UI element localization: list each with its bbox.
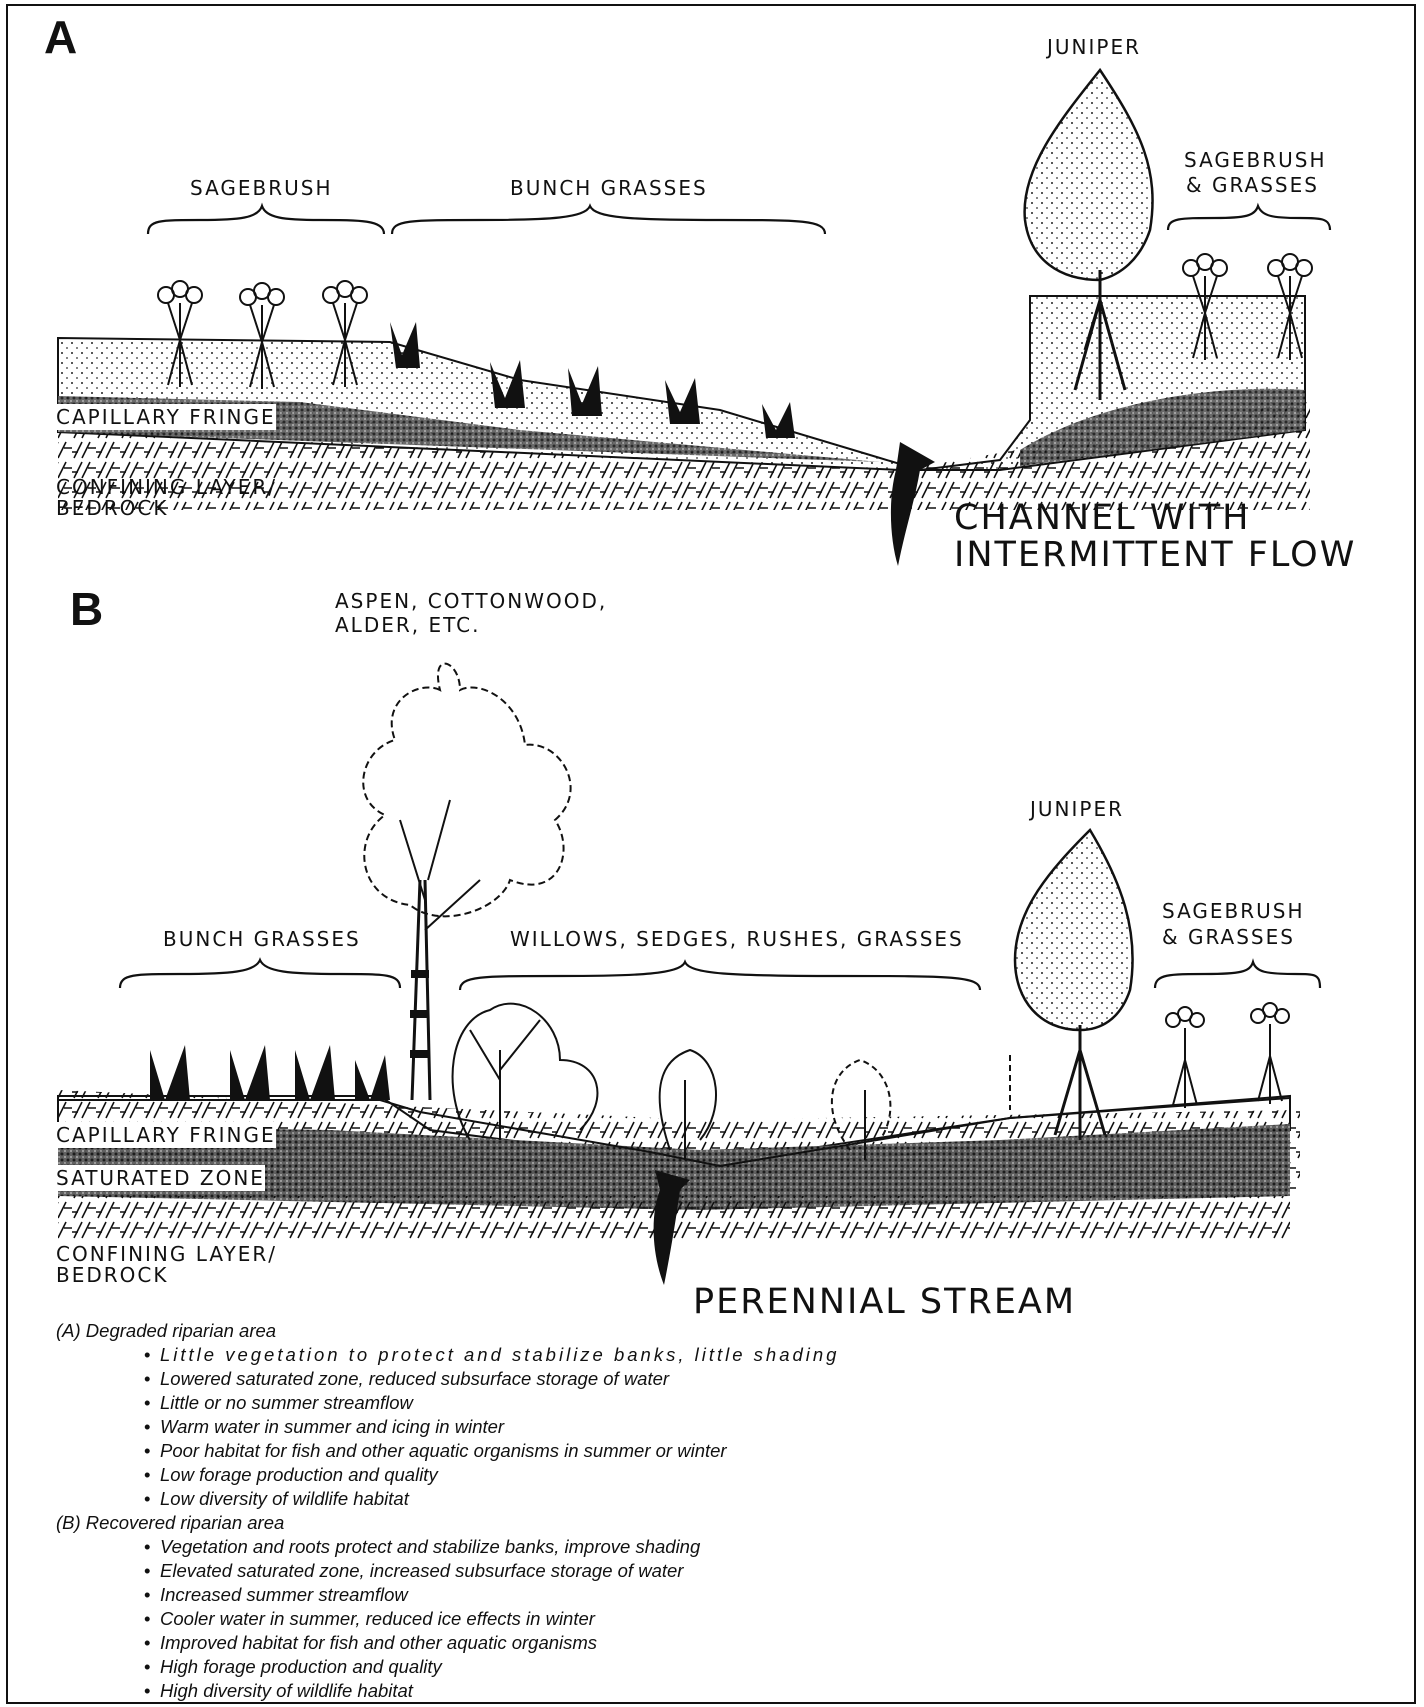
panel-b-illustration (58, 664, 1320, 1285)
notes-heading-b: (B) Recovered riparian area (56, 1511, 1396, 1535)
note-item: Lowered saturated zone, reduced subsurfa… (144, 1367, 1396, 1391)
label-trees-b-line1: ASPEN, COTTONWOOD, (335, 588, 607, 614)
note-item: Little or no summer streamflow (144, 1391, 1396, 1415)
note-item: Increased summer streamflow (144, 1583, 1396, 1607)
note-item: High diversity of wildlife habitat (144, 1679, 1396, 1703)
note-item: Little vegetation to protect and stabili… (144, 1343, 1396, 1367)
label-willows-sedges-b: WILLOWS, SEDGES, RUSHES, GRASSES (510, 926, 964, 952)
figure-notes: (A) Degraded riparian area Little vegeta… (56, 1319, 1396, 1703)
note-item: Vegetation and roots protect and stabili… (144, 1535, 1396, 1559)
aspen-tree-b (363, 664, 570, 917)
bunch-grass-tufts-b (150, 1045, 390, 1100)
label-channel-a-line2: INTERMITTENT FLOW (954, 535, 1356, 575)
label-bunch-grasses-a: BUNCH GRASSES (510, 175, 708, 201)
note-item: Low diversity of wildlife habitat (144, 1487, 1396, 1511)
notes-list-a: Little vegetation to protect and stabili… (56, 1343, 1396, 1511)
panel-a-letter: A (44, 14, 77, 60)
label-juniper-a: JUNIPER (1047, 34, 1141, 60)
label-trees-b-line2: ALDER, ETC. (335, 612, 480, 638)
label-confining-layer-a-line2: BEDROCK (56, 495, 168, 521)
label-channel-a-line1: CHANNEL WITH (954, 498, 1250, 538)
label-sagebrush-a: SAGEBRUSH (190, 175, 333, 201)
note-item: Low forage production and quality (144, 1463, 1396, 1487)
label-sagebrush-grasses-a-line2: & GRASSES (1186, 172, 1319, 198)
sagebrush-plants-b (1166, 1003, 1289, 1108)
brackets-b (120, 960, 1320, 990)
note-item: Elevated saturated zone, increased subsu… (144, 1559, 1396, 1583)
label-sagebrush-grasses-a-line1: SAGEBRUSH (1184, 147, 1327, 173)
notes-heading-a: (A) Degraded riparian area (56, 1319, 1396, 1343)
label-saturated-zone-b: SATURATED ZONE (56, 1165, 265, 1191)
label-perennial-stream-b: PERENNIAL STREAM (693, 1282, 1076, 1322)
aspen-branches-b (400, 800, 480, 930)
juniper-tree-b (1010, 830, 1133, 1140)
label-sagebrush-grasses-b-line1: SAGEBRUSH (1162, 898, 1305, 924)
notes-list-b: Vegetation and roots protect and stabili… (56, 1535, 1396, 1703)
note-item: Cooler water in summer, reduced ice effe… (144, 1607, 1396, 1631)
note-item: Improved habitat for fish and other aqua… (144, 1631, 1396, 1655)
panel-b-letter: B (70, 586, 103, 632)
note-item: High forage production and quality (144, 1655, 1396, 1679)
label-bunch-grasses-b: BUNCH GRASSES (163, 926, 361, 952)
label-confining-layer-b-line2: BEDROCK (56, 1262, 168, 1288)
label-juniper-b: JUNIPER (1030, 796, 1124, 822)
note-item: Warm water in summer and icing in winter (144, 1415, 1396, 1439)
label-capillary-fringe-a: CAPILLARY FRINGE (56, 404, 276, 430)
note-item: Poor habitat for fish and other aquatic … (144, 1439, 1396, 1463)
label-sagebrush-grasses-b-line2: & GRASSES (1162, 924, 1295, 950)
label-capillary-fringe-b: CAPILLARY FRINGE (56, 1122, 276, 1148)
